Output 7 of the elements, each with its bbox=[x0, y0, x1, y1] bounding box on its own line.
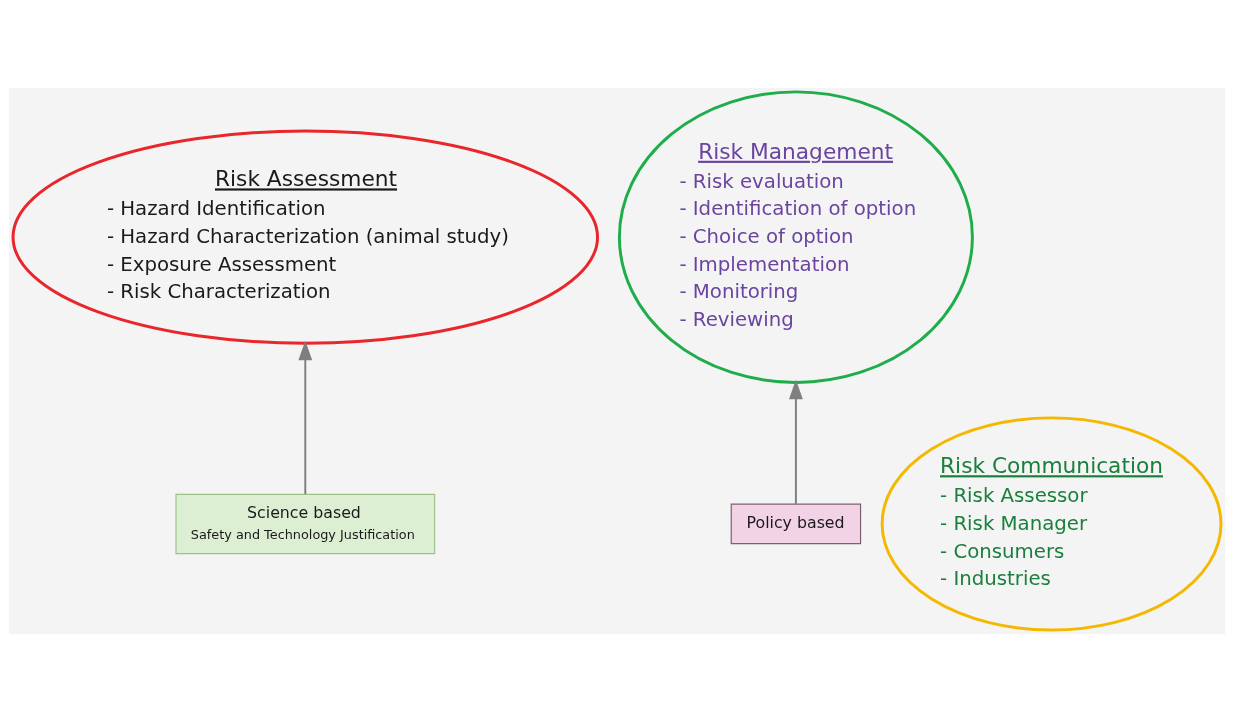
node-ellipse: Risk Assessment - Hazard Identification - Hazard Characterization (animal study) - Exposure Assessment - Risk Characterization bbox=[11, 129, 599, 345]
node-ellipse: Risk Management - Risk evaluation - Identification of option - Choice of option - Implementation - Monitoring - Reviewing bbox=[617, 90, 974, 384]
arrow bbox=[789, 379, 803, 505]
node-box: Policy based bbox=[730, 503, 862, 545]
node-box: Science based Safety and Technology Justification bbox=[175, 493, 436, 555]
arrow bbox=[298, 340, 313, 496]
node-ellipse: Risk Communication - Risk Assessor - Risk Manager - Consumers - Industries bbox=[880, 416, 1223, 632]
